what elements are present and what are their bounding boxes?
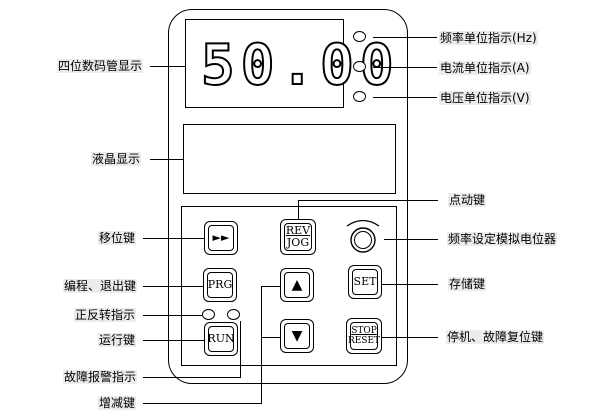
reverse-led — [227, 309, 240, 320]
label-lcd-display: 液晶显示 — [91, 152, 142, 166]
label-four-digit-display: 四位数码管显示 — [57, 59, 144, 73]
digit-readout: 50.00 — [200, 33, 400, 98]
run-button[interactable]: RUN — [204, 322, 238, 356]
rev-jog-button[interactable]: REV JOG — [280, 219, 316, 255]
label-stop-reset-key: 停机、故障复位键 — [446, 330, 545, 344]
rev-label: REV — [285, 224, 311, 237]
label-fault-indicator: 故障报警指示 — [63, 370, 138, 384]
label-shift-key: 移位键 — [98, 231, 137, 245]
leader-line — [143, 286, 203, 287]
label-voltage-indicator: 电压单位指示(V) — [439, 91, 531, 105]
label-prg-exit-key: 编程、退出键 — [63, 279, 138, 293]
run-label: RUN — [207, 332, 235, 345]
up-button[interactable]: ▲ — [280, 268, 314, 302]
leader-line — [240, 321, 241, 378]
shift-button[interactable]: ►► — [204, 221, 238, 255]
leader-line — [143, 403, 261, 404]
stop-label: STOP — [351, 326, 377, 336]
label-jog-key: 点动键 — [448, 193, 487, 207]
digit-display-panel: 50.00 — [185, 19, 395, 108]
label-freq-indicator: 频率单位指示(Hz) — [439, 31, 538, 45]
leader-line — [382, 337, 438, 338]
leader-line — [143, 238, 204, 239]
jog-label: JOG — [286, 236, 310, 249]
potentiometer-knob[interactable] — [342, 217, 384, 255]
label-inc-dec-key: 增减键 — [98, 396, 137, 410]
label-store-key: 存储键 — [448, 277, 487, 291]
v-led — [353, 91, 366, 102]
forward-led — [202, 309, 215, 320]
up-arrow-icon: ▲ — [291, 277, 303, 293]
set-label: SET — [353, 275, 377, 288]
leader-line — [261, 337, 280, 338]
prg-label: PRG — [207, 278, 233, 291]
leader-line — [143, 377, 240, 378]
leader-line — [373, 37, 437, 38]
label-run-key: 运行键 — [98, 333, 137, 347]
hz-led — [353, 31, 366, 42]
leader-line — [150, 159, 183, 160]
label-current-indicator: 电流单位指示(A) — [439, 61, 531, 75]
keypad-case — [168, 9, 408, 384]
set-button[interactable]: SET — [348, 265, 382, 299]
down-arrow-icon: ▼ — [291, 328, 303, 344]
label-direction-indicator: 正反转指示 — [74, 308, 137, 322]
leader-line — [261, 286, 262, 404]
prg-button[interactable]: PRG — [203, 268, 237, 302]
a-led — [353, 61, 366, 72]
stop-reset-button[interactable]: STOP RESET — [346, 318, 382, 354]
reset-label: RESET — [347, 336, 381, 346]
lcd-display — [183, 124, 396, 194]
leader-line — [261, 286, 280, 287]
leader-line — [298, 200, 299, 219]
leader-line — [373, 67, 437, 68]
leader-line — [384, 239, 438, 240]
shift-icon: ►► — [212, 231, 230, 244]
leader-line — [373, 97, 437, 98]
leader-line — [143, 340, 204, 341]
label-potentiometer: 频率设定模拟电位器 — [447, 232, 558, 246]
down-button[interactable]: ▼ — [280, 319, 314, 353]
leader-line — [150, 66, 185, 67]
leader-line — [382, 284, 438, 285]
leader-line — [298, 200, 438, 201]
leader-line — [143, 315, 202, 316]
